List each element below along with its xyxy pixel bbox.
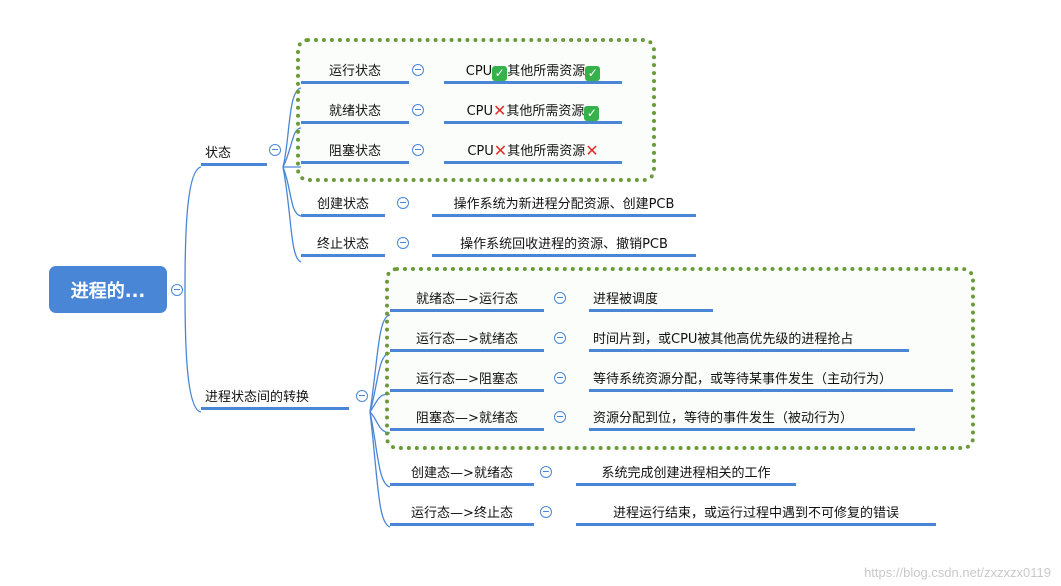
cpu-label: CPU — [465, 64, 493, 79]
check-icon: ✓ — [492, 66, 508, 81]
node-ready[interactable]: 就绪状态 — [301, 103, 409, 124]
node-running-to-terminated[interactable]: 运行态—>终止态 — [390, 505, 534, 526]
cross-icon: ✕ — [493, 141, 508, 160]
watermark: https://blog.csdn.net/zxzxzx0119 — [864, 565, 1051, 580]
cross-icon: ✕ — [585, 141, 599, 160]
other-resources-label: 其他所需资源 — [507, 64, 586, 79]
other-resources-label: 其他所需资源 — [506, 104, 585, 119]
ready-to-running-collapse-icon[interactable] — [554, 292, 566, 304]
ready-collapse-icon[interactable] — [412, 104, 424, 116]
created-to-ready-collapse-icon[interactable] — [540, 466, 552, 478]
node-created-to-ready[interactable]: 创建态—>就绪态 — [390, 465, 534, 486]
detail-running-to-blocked[interactable]: 等待系统资源分配，或等待某事件发生（主动行为） — [589, 371, 953, 392]
cpu-label: CPU — [467, 144, 494, 159]
detail-running-to-terminated[interactable]: 进程运行结束，或运行过程中遇到不可修复的错误 — [576, 505, 936, 526]
terminated-collapse-icon[interactable] — [397, 237, 409, 249]
node-blocked-to-ready[interactable]: 阻塞态—>就绪态 — [390, 410, 544, 431]
cpu-label: CPU — [466, 104, 493, 119]
node-transitions[interactable]: 进程状态间的转换 — [201, 389, 349, 410]
detail-terminated[interactable]: 操作系统回收进程的资源、撤销PCB — [432, 236, 696, 257]
link-root-transitions — [184, 289, 202, 413]
status-collapse-icon[interactable] — [269, 144, 281, 156]
detail-blocked[interactable]: CPU✕其他所需资源✕ — [444, 143, 622, 164]
detail-created[interactable]: 操作系统为新进程分配资源、创建PCB — [432, 196, 696, 217]
detail-running[interactable]: CPU✓其他所需资源✓ — [444, 63, 622, 84]
node-running-to-blocked[interactable]: 运行态—>阻塞态 — [390, 371, 544, 392]
root-collapse-icon[interactable] — [171, 284, 183, 296]
node-running-to-ready[interactable]: 运行态—>就绪态 — [390, 331, 544, 352]
check-icon: ✓ — [585, 66, 601, 81]
node-ready-to-running[interactable]: 就绪态—>运行态 — [390, 291, 544, 312]
check-icon: ✓ — [584, 106, 600, 121]
cross-icon: ✕ — [493, 101, 507, 120]
detail-ready-to-running[interactable]: 进程被调度 — [589, 291, 713, 312]
transitions-highlight-group — [385, 267, 975, 450]
transitions-collapse-icon[interactable] — [356, 390, 368, 402]
running-to-blocked-collapse-icon[interactable] — [554, 372, 566, 384]
detail-created-to-ready[interactable]: 系统完成创建进程相关的工作 — [576, 465, 796, 486]
running-collapse-icon[interactable] — [412, 64, 424, 76]
blocked-collapse-icon[interactable] — [412, 144, 424, 156]
detail-running-to-ready[interactable]: 时间片到，或CPU被其他高优先级的进程抢占 — [589, 331, 909, 352]
node-status[interactable]: 状态 — [201, 145, 267, 166]
node-terminated[interactable]: 终止状态 — [301, 236, 385, 257]
node-blocked[interactable]: 阻塞状态 — [301, 143, 409, 164]
node-created[interactable]: 创建状态 — [301, 196, 385, 217]
running-to-ready-collapse-icon[interactable] — [554, 332, 566, 344]
other-resources-label: 其他所需资源 — [507, 144, 586, 159]
created-collapse-icon[interactable] — [397, 197, 409, 209]
node-running[interactable]: 运行状态 — [301, 63, 409, 84]
root-node[interactable]: 进程的... — [49, 266, 167, 313]
detail-ready[interactable]: CPU✕其他所需资源✓ — [444, 103, 622, 124]
link-root-status — [184, 166, 202, 291]
blocked-to-ready-collapse-icon[interactable] — [554, 411, 566, 423]
detail-blocked-to-ready[interactable]: 资源分配到位，等待的事件发生（被动行为） — [589, 410, 915, 431]
running-to-terminated-collapse-icon[interactable] — [540, 506, 552, 518]
